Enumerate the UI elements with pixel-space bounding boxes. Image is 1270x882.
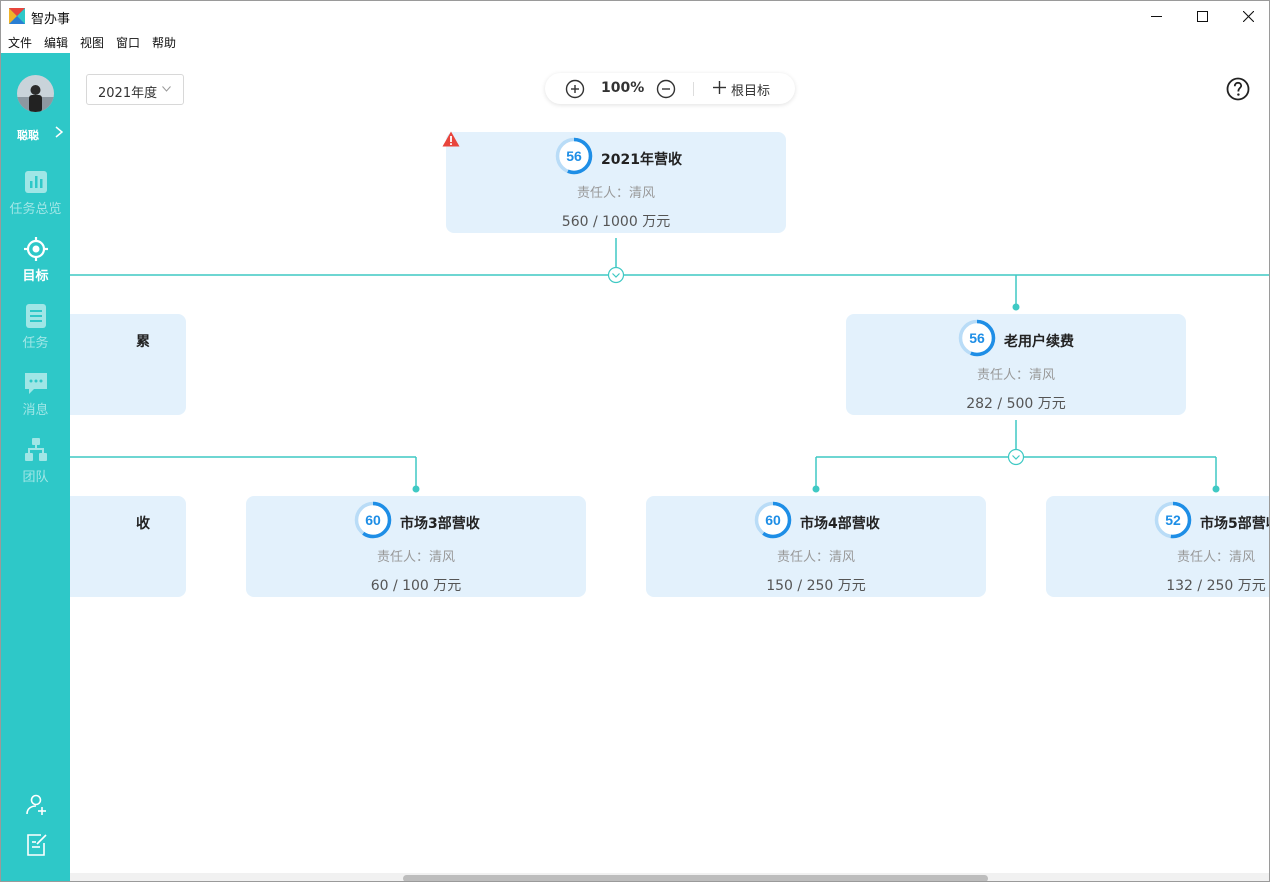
goal-title: 市场5部营收 bbox=[1200, 516, 1269, 532]
edit-note-icon[interactable] bbox=[24, 833, 48, 857]
menu-help[interactable]: 帮助 bbox=[152, 36, 177, 50]
year-select-value: 2021年度 bbox=[98, 86, 158, 101]
progress-ring: 56 bbox=[958, 319, 996, 357]
add-root-goal-button[interactable]: 根目标 bbox=[713, 80, 770, 99]
goal-owner: 责任人：清风 bbox=[1176, 550, 1255, 565]
nav-task-overview[interactable]: 任务总览 bbox=[1, 170, 70, 230]
divider bbox=[693, 82, 694, 96]
app-logo-icon bbox=[9, 8, 25, 24]
menu-file[interactable]: 文件 bbox=[8, 36, 33, 50]
title-bar: 智办事 bbox=[1, 1, 1269, 31]
goal-owner: 责任人：清风 bbox=[776, 550, 855, 565]
add-member-icon[interactable] bbox=[24, 793, 48, 817]
progress-ring: 60 bbox=[354, 501, 392, 539]
task-list-icon bbox=[26, 304, 46, 328]
team-icon bbox=[25, 438, 47, 461]
tree-connectors bbox=[70, 238, 1269, 493]
menu-bar: 文件 编辑 视图 窗口 帮助 bbox=[1, 31, 1269, 53]
goal-card-market5[interactable]: 52 市场5部营收 责任人：清风 132 / 250 万元 bbox=[1046, 496, 1269, 597]
message-icon bbox=[25, 373, 47, 394]
year-select[interactable]: 2021年度 bbox=[86, 74, 184, 105]
goal-score: 56 bbox=[969, 330, 985, 346]
add-root-goal-label: 根目标 bbox=[731, 84, 771, 99]
menu-window[interactable]: 窗口 bbox=[116, 36, 141, 50]
collapse-toggle-icon bbox=[607, 266, 1025, 466]
goal-score: 60 bbox=[365, 512, 381, 528]
goal-progress: 132 / 250 万元 bbox=[1166, 578, 1266, 594]
maximize-button[interactable] bbox=[1179, 1, 1225, 31]
target-icon bbox=[24, 237, 48, 261]
goal-title: 累 bbox=[136, 334, 150, 350]
goal-title: 收 bbox=[136, 516, 150, 532]
close-icon bbox=[1242, 10, 1254, 22]
menu-edit[interactable]: 编辑 bbox=[44, 36, 69, 50]
goal-progress: 560 / 1000 万元 bbox=[561, 214, 671, 230]
nav-label: 任务 bbox=[22, 336, 49, 351]
goal-score: 60 bbox=[765, 512, 781, 528]
minimize-icon bbox=[1150, 15, 1162, 17]
progress-ring: 60 bbox=[754, 501, 792, 539]
goal-owner: 责任人：清风 bbox=[376, 550, 455, 565]
menu-view[interactable]: 视图 bbox=[80, 36, 105, 50]
goal-progress: 282 / 500 万元 bbox=[966, 396, 1066, 412]
goal-card-root[interactable]: 56 2021年营收 责任人：清风 560 / 1000 万元 bbox=[446, 132, 786, 233]
zoom-level: 100% bbox=[601, 80, 645, 96]
nav-tasks[interactable]: 任务 bbox=[1, 304, 70, 364]
goal-card-partial-left[interactable]: 累 bbox=[70, 314, 186, 415]
help-icon[interactable] bbox=[1226, 77, 1250, 101]
zoom-toolbar: 100% 根目标 bbox=[545, 73, 795, 104]
nav-label: 消息 bbox=[22, 403, 49, 418]
goal-card-market4[interactable]: 60 市场4部营收 责任人：清风 150 / 250 万元 bbox=[646, 496, 986, 597]
goal-progress: 150 / 250 万元 bbox=[766, 578, 866, 594]
close-button[interactable] bbox=[1225, 1, 1269, 31]
nav-messages[interactable]: 消息 bbox=[1, 371, 70, 431]
window-title: 智办事 bbox=[31, 12, 71, 27]
sidebar: 聪聪 任务总览 目标 任务 bbox=[1, 53, 70, 881]
nav-label: 目标 bbox=[22, 269, 49, 284]
goal-score: 56 bbox=[566, 148, 582, 164]
plus-icon bbox=[713, 81, 726, 94]
maximize-icon bbox=[1196, 10, 1208, 22]
nav-goals[interactable]: 目标 bbox=[1, 237, 70, 297]
goal-title: 老用户续费 bbox=[1004, 334, 1074, 350]
minimize-button[interactable] bbox=[1133, 1, 1179, 31]
username[interactable]: 聪聪 bbox=[17, 129, 39, 142]
goal-title: 市场4部营收 bbox=[800, 516, 880, 532]
goal-score: 52 bbox=[1165, 512, 1181, 528]
goal-tree-canvas[interactable]: 2021年度 100% 根目标 bbox=[70, 53, 1269, 873]
avatar[interactable] bbox=[17, 75, 54, 112]
warning-icon bbox=[442, 131, 460, 147]
goal-card-market3[interactable]: 60 市场3部营收 责任人：清风 60 / 100 万元 bbox=[246, 496, 586, 597]
goal-progress: 60 / 100 万元 bbox=[370, 578, 462, 594]
goal-title: 市场3部营收 bbox=[400, 516, 480, 532]
goal-title: 2021年营收 bbox=[601, 152, 682, 168]
zoom-in-icon[interactable] bbox=[565, 79, 585, 99]
scrollbar-thumb[interactable] bbox=[403, 875, 988, 881]
nav-label: 团队 bbox=[22, 470, 49, 485]
progress-ring: 52 bbox=[1154, 501, 1192, 539]
progress-ring: 56 bbox=[555, 137, 593, 175]
chevron-down-icon bbox=[162, 86, 171, 92]
chevron-right-icon[interactable] bbox=[55, 126, 63, 138]
goal-card-partial-left-child[interactable]: 收 bbox=[70, 496, 186, 597]
nav-label: 任务总览 bbox=[9, 202, 62, 217]
bar-chart-icon bbox=[25, 171, 47, 193]
zoom-out-icon[interactable] bbox=[656, 79, 676, 99]
nav-team[interactable]: 团队 bbox=[1, 438, 70, 498]
goal-card-old-customer[interactable]: 56 老用户续费 责任人：清风 282 / 500 万元 bbox=[846, 314, 1186, 415]
goal-owner: 责任人：清风 bbox=[976, 368, 1055, 383]
goal-owner: 责任人：清风 bbox=[576, 186, 655, 201]
